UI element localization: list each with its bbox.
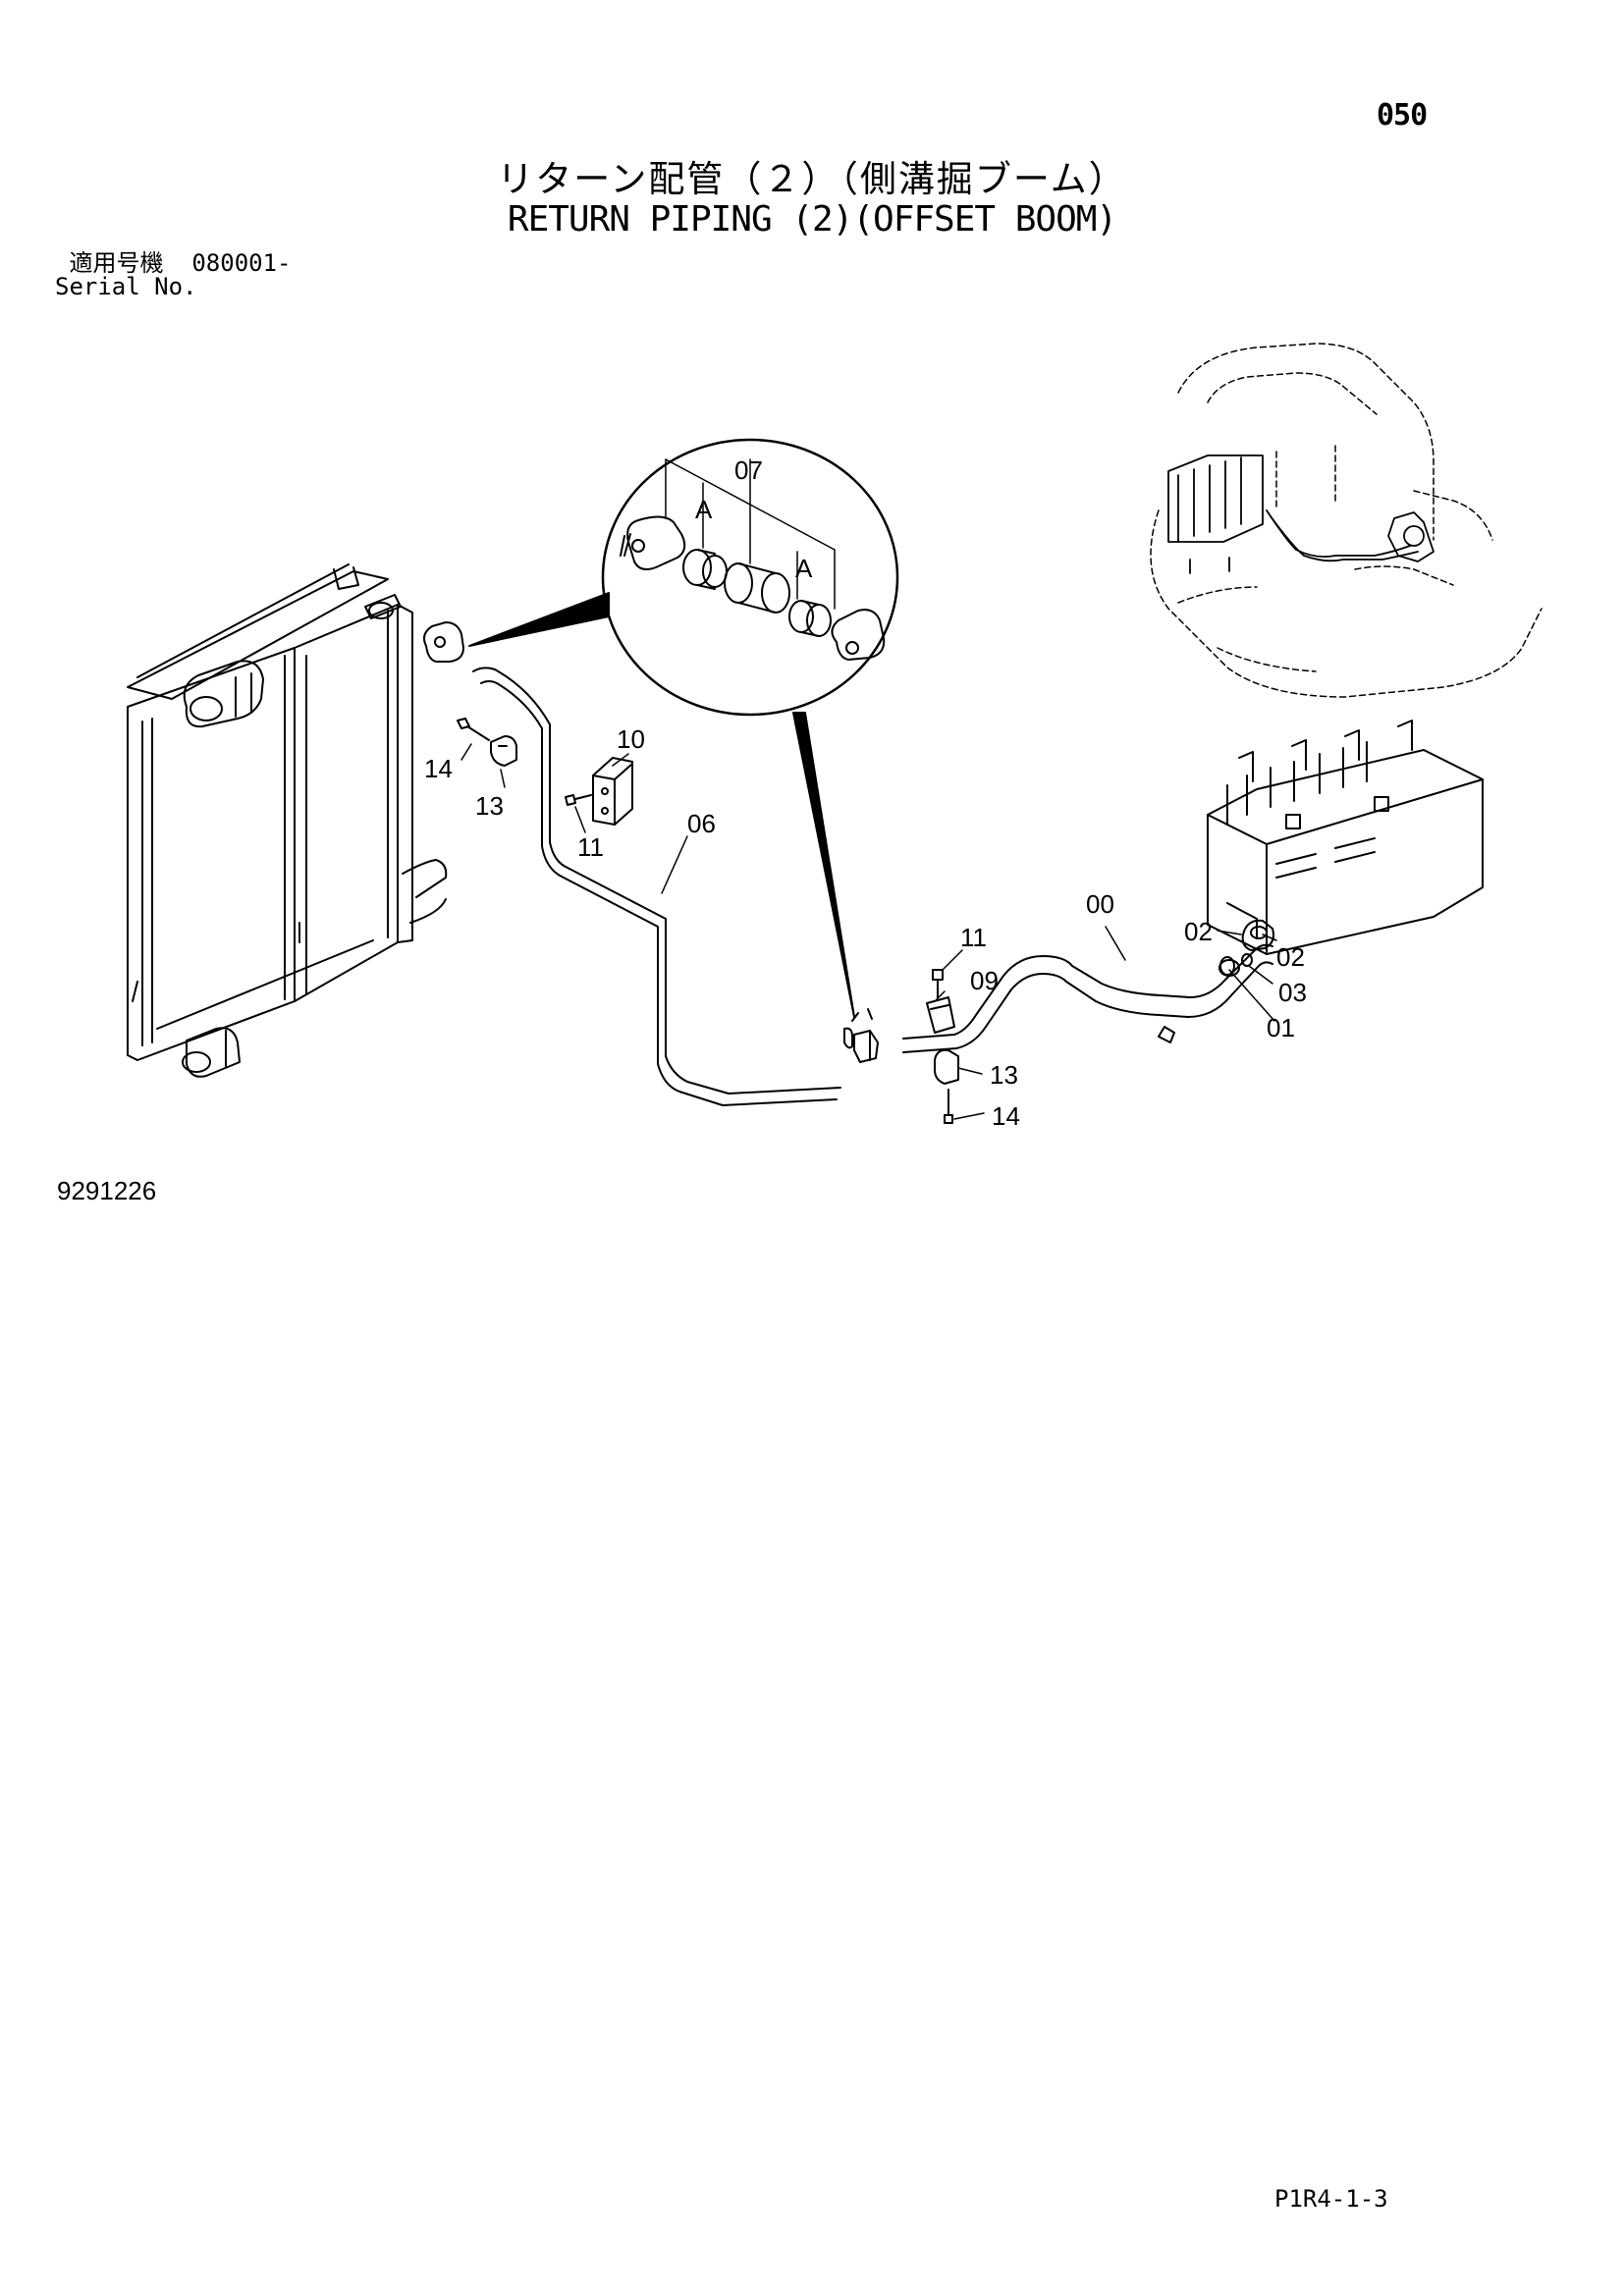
- pipe-clamp-13-lower: [934, 1048, 959, 1085]
- detail-label-a-left: A: [695, 495, 713, 524]
- callout-13-lower: 13: [990, 1060, 1018, 1090]
- callout-01: 01: [1267, 1013, 1295, 1042]
- detail-label-a-right: A: [795, 554, 813, 583]
- machine-overview-components: [1167, 454, 1435, 574]
- serial-label-jp: 適用号機: [69, 249, 164, 277]
- hose-clamp-right: [831, 609, 886, 661]
- hose-clamp-left: [620, 515, 686, 570]
- pipe-clamp-09: [926, 996, 955, 1034]
- bolt-11-lower: [932, 969, 944, 998]
- callout-10: 10: [617, 724, 645, 754]
- return-hose-00: [902, 943, 1273, 1053]
- bolt-14-upper: [457, 718, 490, 741]
- detail-view-07: 07 A A: [468, 438, 899, 1018]
- serial-row-jp: 適用号機 080001-: [55, 249, 292, 277]
- callout-11-lower: 11: [960, 923, 987, 952]
- serial-info: 適用号機 080001- Serial No.: [55, 251, 292, 298]
- callout-11-upper: 11: [577, 832, 604, 862]
- sleeve-left: [682, 549, 728, 590]
- return-pipe-06: [472, 667, 853, 1106]
- radiator-assembly: [127, 563, 448, 1078]
- machine-overview: [1150, 343, 1543, 698]
- pipe-joint-clamp: [851, 1008, 879, 1063]
- callout-14-upper: 14: [424, 754, 453, 783]
- drawing-number: 9291226: [57, 1176, 157, 1205]
- callout-07: 07: [734, 455, 763, 485]
- callout-labels: 10 14 13 11 06 00 11 09 13 14 02 02 03 0…: [424, 724, 1307, 1131]
- page-title-japanese: リターン配管（２）（側溝掘ブーム）: [497, 158, 1127, 200]
- sheet-code: P1R4-1-3: [1274, 2185, 1388, 2213]
- bracket-10: [592, 757, 633, 826]
- callout-09: 09: [970, 966, 999, 995]
- bolt-11-upper: [565, 794, 592, 806]
- callout-06: 06: [687, 809, 716, 838]
- radiator-outlet-clamp: [423, 621, 464, 663]
- o-ring-01: [1219, 956, 1235, 976]
- callout-00: 00: [1086, 889, 1114, 919]
- callout-02-right: 02: [1276, 942, 1305, 972]
- callout-03: 03: [1278, 978, 1307, 1007]
- page-title-english: RETURN PIPING (2)(OFFSET BOOM): [507, 199, 1117, 240]
- serial-value: 080001-: [191, 249, 292, 277]
- sleeve-right: [788, 600, 832, 637]
- joint-pipe: [724, 562, 790, 614]
- callout-14-lower: 14: [992, 1101, 1020, 1131]
- elbow-fitting-02: [1241, 919, 1274, 951]
- bolt-14-lower: [944, 1089, 953, 1124]
- pipe-clamp-13-upper: [490, 735, 517, 767]
- callout-02-left: 02: [1184, 917, 1213, 946]
- o-ring-03: [1241, 953, 1253, 967]
- callout-13-upper: 13: [475, 791, 504, 821]
- serial-label-en: Serial No.: [55, 273, 197, 300]
- leader-lines: [460, 743, 1277, 1120]
- control-valve: [1207, 720, 1484, 955]
- page-number: 050: [1377, 98, 1428, 133]
